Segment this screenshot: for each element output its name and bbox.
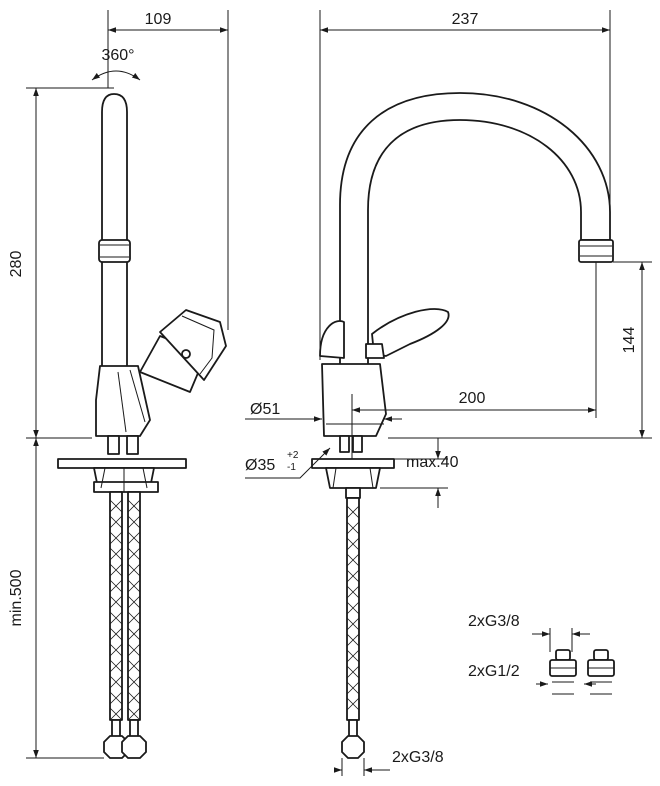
tap-body-front [321,363,387,437]
tap-body-side [95,365,151,437]
dimension-hose-connection: 2xG3/8 [392,749,444,766]
dimension-hose-length: min.500 [8,569,25,626]
handle-lever-front [371,308,450,357]
dimension-width-total: 237 [452,11,479,28]
angle-valves-detail: 2xG3/8 2xG1/2 [468,613,615,695]
dimension-reach: 200 [459,390,486,407]
handle-screw-icon [181,349,191,359]
angle-valve-right [587,649,615,695]
dimension-base-diameter: Ø51 [250,401,280,418]
flexible-hoses-side [103,491,147,759]
front-view: 237 144 200 Ø51 [245,10,652,776]
tolerance-plus: +2 [287,450,299,461]
tolerance-minus: -1 [287,462,296,473]
valve-connection-bottom: 2xG1/2 [468,663,520,680]
valve-connection-top: 2xG3/8 [468,613,520,630]
aerator-front [578,239,614,263]
deck-plate-front [311,458,395,469]
gooseneck-spout-front [339,92,611,367]
flexible-hose-front [341,497,365,759]
dimension-deck-thickness: max.40 [406,454,459,471]
angle-valve-left [549,649,577,695]
rotation-arrow-icon [91,70,141,81]
dimension-rotation: 360° [101,47,134,64]
fixing-nut-front [325,467,381,489]
spout-tube-side [101,93,128,371]
dimension-height-spout: 280 [8,251,25,278]
dimension-hole-diameter: Ø35 [245,457,275,474]
side-view: 109 360° 280 [8,10,229,759]
deck-plate-side [57,458,187,469]
dimension-height-outlet: 144 [621,327,638,354]
dimension-width-top: 109 [145,11,172,28]
spout-ring-side [98,239,131,263]
